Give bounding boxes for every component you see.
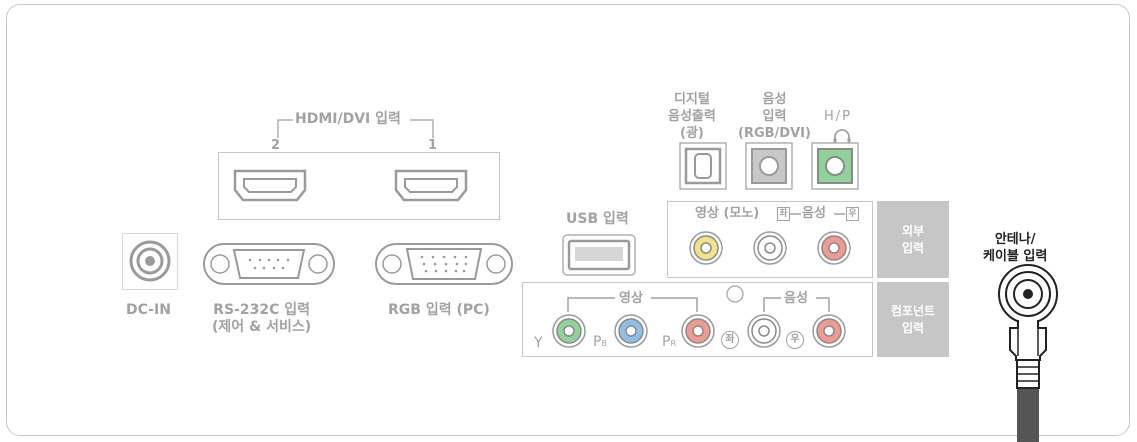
antenna-label: 안테나/ 케이블 입력 [983, 231, 1047, 265]
dc-in-label: DC-IN [126, 302, 171, 318]
component-audio-left-jack[interactable] [746, 313, 782, 349]
av-tab-line1: 외부 [901, 223, 925, 238]
av-audio-left-jack[interactable] [752, 230, 788, 266]
dc-in-jack[interactable] [121, 232, 181, 292]
rgb-label: RGB 입력 (PC) [388, 302, 490, 318]
hdmi-port-1-label: 1 [428, 138, 438, 153]
component-pb-jack[interactable] [613, 313, 649, 349]
hdmi-group-label: HDMI/DVI 입력 [295, 111, 401, 127]
audio-in-jack[interactable] [745, 142, 795, 192]
antenna-cable-connector[interactable] [988, 262, 1068, 442]
audio-in-label: 음성 입력 (RGB/DVI) [738, 91, 811, 142]
optical-label-line2: 음성출력 [668, 109, 716, 124]
hdmi-port-1[interactable] [393, 167, 473, 207]
rs232-label-line2: (제어 & 서비스) [212, 319, 312, 335]
component-left-badge: 좌 [721, 331, 739, 349]
av-input-tab: 외부 입력 [877, 201, 949, 278]
av-video-jack[interactable] [688, 230, 724, 266]
audio-in-label-line1: 음성 [762, 92, 787, 107]
component-pr-sub: R [670, 339, 677, 348]
component-y-label: Y [534, 335, 543, 351]
antenna-label-line2: 케이블 입력 [983, 249, 1048, 264]
component-pb-label: PB [593, 334, 607, 352]
component-pb-text: P [593, 334, 602, 350]
component-right-badge: 우 [786, 331, 804, 349]
headphone-jack[interactable] [811, 142, 861, 192]
optical-label-line3: (광) [680, 126, 704, 141]
rs232-label-line1: RS-232C 입력 [213, 302, 310, 318]
component-input-tab: 컴포넌트 입력 [877, 282, 949, 357]
rgb-port[interactable] [374, 240, 524, 290]
headphone-label: H/P [824, 109, 852, 124]
optical-out-port[interactable] [679, 142, 729, 192]
component-audio-label: 음성 [784, 291, 808, 306]
component-tab-line1: 컴포넌트 [890, 303, 936, 318]
headphone-icon [833, 129, 851, 143]
audio-in-label-line3: (RGB/DVI) [738, 126, 811, 141]
av-video-mono-label: 영상 (모노) [695, 206, 760, 221]
hdmi-port-2-label: 2 [271, 138, 281, 153]
component-audio-right-jack[interactable] [811, 313, 847, 349]
component-pr-label: PR [662, 334, 676, 352]
av-audio-label: 음성 [802, 206, 826, 221]
component-video-label: 영상 [619, 291, 643, 306]
component-tab-line2: 입력 [901, 320, 925, 335]
av-tab-line2: 입력 [901, 240, 925, 255]
rs232-label: RS-232C 입력 (제어 & 서비스) [212, 302, 311, 336]
component-pr-text: P [662, 334, 671, 350]
optical-label: 디지털 음성출력 (광) [668, 91, 716, 142]
av-left-badge: 좌 [777, 207, 790, 221]
antenna-label-line1: 안테나/ [994, 232, 1036, 247]
av-audio-right-jack[interactable] [816, 230, 852, 266]
audio-in-label-line2: 입력 [762, 109, 787, 124]
av-right-badge: 우 [846, 207, 859, 221]
component-pr-jack[interactable] [680, 313, 716, 349]
usb-label: USB 입력 [566, 211, 629, 227]
hdmi-port-2[interactable] [232, 167, 312, 207]
usb-port[interactable] [561, 233, 641, 279]
component-y-jack[interactable] [551, 313, 587, 349]
component-pb-sub: B [601, 339, 607, 348]
optical-label-line1: 디지털 [673, 92, 710, 107]
rs232-port[interactable] [202, 240, 342, 290]
